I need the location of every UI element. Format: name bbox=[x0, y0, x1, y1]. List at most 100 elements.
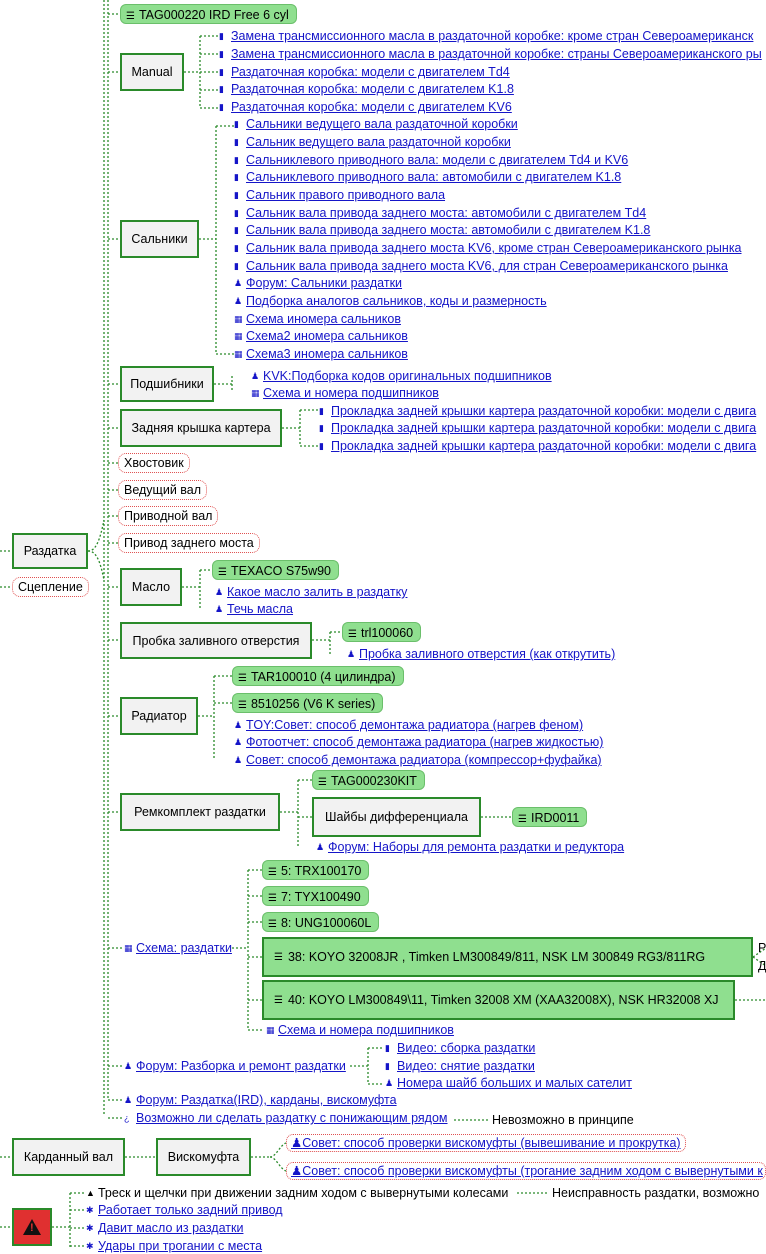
node-vedushchiy-val[interactable]: Ведущий вал bbox=[118, 480, 208, 500]
image-icon: ▦ bbox=[234, 314, 243, 324]
node-maslo[interactable]: Масло bbox=[120, 568, 182, 606]
gear-icon: ✱ bbox=[86, 1223, 94, 1233]
manual-link-1[interactable]: ▮Замена трансмиссионного масла в раздато… bbox=[219, 29, 754, 43]
forum-razborka-link[interactable]: ♟Форум: Разборка и ремонт раздатки bbox=[124, 1059, 346, 1073]
users-icon: ♟ bbox=[291, 1136, 303, 1150]
video-sborka-link[interactable]: ▮Видео: сборка раздатки bbox=[385, 1041, 536, 1055]
part-tag000230kit[interactable]: ☰TAG000230KIT bbox=[312, 770, 425, 790]
part-trx100170[interactable]: ☰5: TRX100170 bbox=[262, 860, 370, 880]
kryshka-link-2[interactable]: ▮Прокладка задней крышки картера раздато… bbox=[319, 421, 757, 435]
node-zadnyaya-kryshka[interactable]: Задняя крышка картера bbox=[120, 409, 282, 447]
symptom-tresk[interactable]: ▲Треск и щелчки при движении задним ходо… bbox=[86, 1186, 509, 1200]
salniki-link-10[interactable]: ♟Форум: Сальники раздатки bbox=[234, 276, 403, 290]
cut-node-d[interactable]: Д bbox=[758, 959, 766, 973]
book-icon: ▮ bbox=[319, 423, 324, 433]
salniki-link-13[interactable]: ▦Схема2 иномера сальников bbox=[234, 329, 408, 343]
nomera-shayb-link[interactable]: ♟Номера шайб больших и малых сателит bbox=[385, 1076, 632, 1090]
node-warning[interactable] bbox=[12, 1208, 52, 1246]
salniki-link-2[interactable]: ▮Сальник ведущего вала раздаточной короб… bbox=[234, 135, 511, 149]
part-texaco[interactable]: ☰TEXACO S75w90 bbox=[212, 560, 340, 580]
user-icon: ♟ bbox=[234, 296, 243, 306]
node-shayby[interactable]: Шайбы дифференциала bbox=[312, 797, 481, 837]
nevozmozhno-text: Невозможно в принципе bbox=[492, 1113, 634, 1127]
part-tag000220[interactable]: ☰TAG000220 IRD Free 6 cyl bbox=[120, 4, 297, 24]
image-icon: ▦ bbox=[251, 388, 260, 398]
visko-link-2[interactable]: ♟Совет: способ проверки вискомуфты (трог… bbox=[286, 1162, 766, 1180]
radiator-link-1[interactable]: ♟TOY:Совет: способ демонтажа радиатора (… bbox=[234, 718, 584, 732]
user-icon: ♟ bbox=[234, 755, 243, 765]
warning-icon bbox=[23, 1219, 41, 1235]
node-sceplenie[interactable]: Сцепление bbox=[12, 577, 89, 597]
book-icon: ▮ bbox=[319, 406, 324, 416]
radiator-link-2[interactable]: ♟Фотоотчет: способ демонтажа радиатора (… bbox=[234, 735, 604, 749]
maslo-link-1[interactable]: ♟Какое масло залить в раздатку bbox=[215, 585, 408, 599]
probka-link[interactable]: ♟Пробка заливного отверстия (как открути… bbox=[347, 647, 616, 661]
radiator-link-3[interactable]: ♟Совет: способ демонтажа радиатора (комп… bbox=[234, 753, 602, 767]
cut-node-p[interactable]: Р bbox=[758, 941, 766, 955]
part-koyo-40[interactable]: ☰40: KOYO LM300849\11, Timken 32008 XM (… bbox=[262, 980, 735, 1020]
podshipniki-link-1[interactable]: ♟KVK:Подборка кодов оригинальных подшипн… bbox=[251, 369, 552, 383]
manual-link-2[interactable]: ▮Замена трансмиссионного масла в раздато… bbox=[219, 47, 762, 61]
salniki-link-9[interactable]: ▮Сальник вала привода заднего моста KV6,… bbox=[234, 259, 728, 273]
gear-icon: ▲ bbox=[86, 1188, 95, 1198]
node-probka[interactable]: Пробка заливного отверстия bbox=[120, 622, 312, 659]
book-icon: ▮ bbox=[219, 31, 224, 41]
salniki-link-3[interactable]: ▮Сальниклевого приводного вала: модели с… bbox=[234, 153, 629, 167]
remkomplekt-forum-link[interactable]: ♟Форум: Наборы для ремонта раздатки и ре… bbox=[316, 840, 625, 854]
node-razdatka[interactable]: Раздатка bbox=[12, 533, 88, 569]
node-radiator[interactable]: Радиатор bbox=[120, 697, 198, 735]
user-icon: ♟ bbox=[234, 720, 243, 730]
salniki-link-6[interactable]: ▮Сальник вала привода заднего моста: авт… bbox=[234, 206, 647, 220]
part-ung100060l[interactable]: ☰8: UNG100060L bbox=[262, 912, 380, 932]
list-icon: ☰ bbox=[268, 919, 277, 930]
salniki-link-7[interactable]: ▮Сальник вала привода заднего моста: авт… bbox=[234, 223, 651, 237]
visko-link-1[interactable]: ♟Совет: способ проверки вискомуфты (выве… bbox=[286, 1134, 686, 1152]
part-koyo-38[interactable]: ☰38: KOYO 32008JR , Timken LM300849/811,… bbox=[262, 937, 753, 977]
manual-link-4[interactable]: ▮Раздаточная коробка: модели с двигателе… bbox=[219, 82, 514, 96]
schema-podshipnikov-link[interactable]: ▦Схема и номера подшипников bbox=[266, 1023, 454, 1037]
forum-ird-link[interactable]: ♟Форум: Раздатка(IRD), карданы, вискомуф… bbox=[124, 1093, 397, 1107]
kryshka-link-1[interactable]: ▮Прокладка задней крышки картера раздато… bbox=[319, 404, 757, 418]
manual-link-5[interactable]: ▮Раздаточная коробка: модели с двигателе… bbox=[219, 100, 512, 114]
salniki-link-4[interactable]: ▮Сальниклевого приводного вала: автомоби… bbox=[234, 170, 622, 184]
salniki-link-12[interactable]: ▦Схема иномера сальников bbox=[234, 312, 401, 326]
podshipniki-link-2[interactable]: ▦Схема и номера подшипников bbox=[251, 386, 439, 400]
schema-razdatki-link[interactable]: ▦Схема: раздатки bbox=[124, 941, 232, 955]
node-viskomufta[interactable]: Вискомуфта bbox=[156, 1138, 251, 1176]
manual-link-3[interactable]: ▮Раздаточная коробка: модели с двигателе… bbox=[219, 65, 510, 79]
part-trl100060[interactable]: ☰trl100060 bbox=[342, 622, 422, 642]
node-salniki[interactable]: Сальники bbox=[120, 220, 199, 258]
salniki-link-8[interactable]: ▮Сальник вала привода заднего моста KV6,… bbox=[234, 241, 742, 255]
node-remkomplekt[interactable]: Ремкомплект раздатки bbox=[120, 793, 280, 831]
video-snyatie-link[interactable]: ▮Видео: снятие раздатки bbox=[385, 1059, 535, 1073]
video-icon: ▮ bbox=[385, 1061, 390, 1071]
node-privod-zadnego-mosta[interactable]: Привод заднего моста bbox=[118, 533, 260, 553]
kryshka-link-3[interactable]: ▮Прокладка задней крышки картера раздато… bbox=[319, 439, 757, 453]
list-icon: ☰ bbox=[274, 951, 283, 963]
salniki-link-5[interactable]: ▮Сальник правого приводного вала bbox=[234, 188, 446, 202]
symptom-link-1[interactable]: ✱Работает только задний привод bbox=[86, 1203, 283, 1217]
part-tyx100490[interactable]: ☰7: TYX100490 bbox=[262, 886, 369, 906]
users-icon: ♟ bbox=[124, 1061, 133, 1071]
ponizhayushchiy-link[interactable]: ¿Возможно ли сделать раздатку с понижающ… bbox=[124, 1111, 448, 1125]
part-8510256[interactable]: ☰8510256 (V6 K series) bbox=[232, 693, 384, 713]
maslo-link-2[interactable]: ♟Течь масла bbox=[215, 602, 294, 616]
salniki-link-11[interactable]: ♟Подборка аналогов сальников, коды и раз… bbox=[234, 294, 547, 308]
salniki-link-1[interactable]: ▮Сальники ведущего вала раздаточной коро… bbox=[234, 117, 518, 131]
users-icon: ♟ bbox=[124, 1095, 133, 1105]
node-manual[interactable]: Manual bbox=[120, 53, 184, 91]
video-icon: ▮ bbox=[385, 1043, 390, 1053]
part-tar100010[interactable]: ☰TAR100010 (4 цилиндра) bbox=[232, 666, 404, 686]
book-icon: ▮ bbox=[319, 441, 324, 451]
node-podshipniki[interactable]: Подшибники bbox=[120, 366, 214, 402]
book-icon: ▮ bbox=[234, 261, 239, 271]
salniki-link-14[interactable]: ▦Схема3 иномера сальников bbox=[234, 347, 408, 361]
node-kardanny-val[interactable]: Карданный вал bbox=[12, 1138, 125, 1176]
node-privodnoy-val[interactable]: Приводной вал bbox=[118, 506, 219, 526]
image-icon: ▦ bbox=[266, 1025, 275, 1035]
symptom-link-3[interactable]: ✱Удары при трогании с места bbox=[86, 1239, 263, 1253]
symptom-link-2[interactable]: ✱Давит масло из раздатки bbox=[86, 1221, 244, 1235]
book-icon: ▮ bbox=[219, 67, 224, 77]
part-ird0011[interactable]: ☰IRD0011 bbox=[512, 807, 588, 827]
node-hvostovik[interactable]: Хвостовик bbox=[118, 453, 190, 473]
